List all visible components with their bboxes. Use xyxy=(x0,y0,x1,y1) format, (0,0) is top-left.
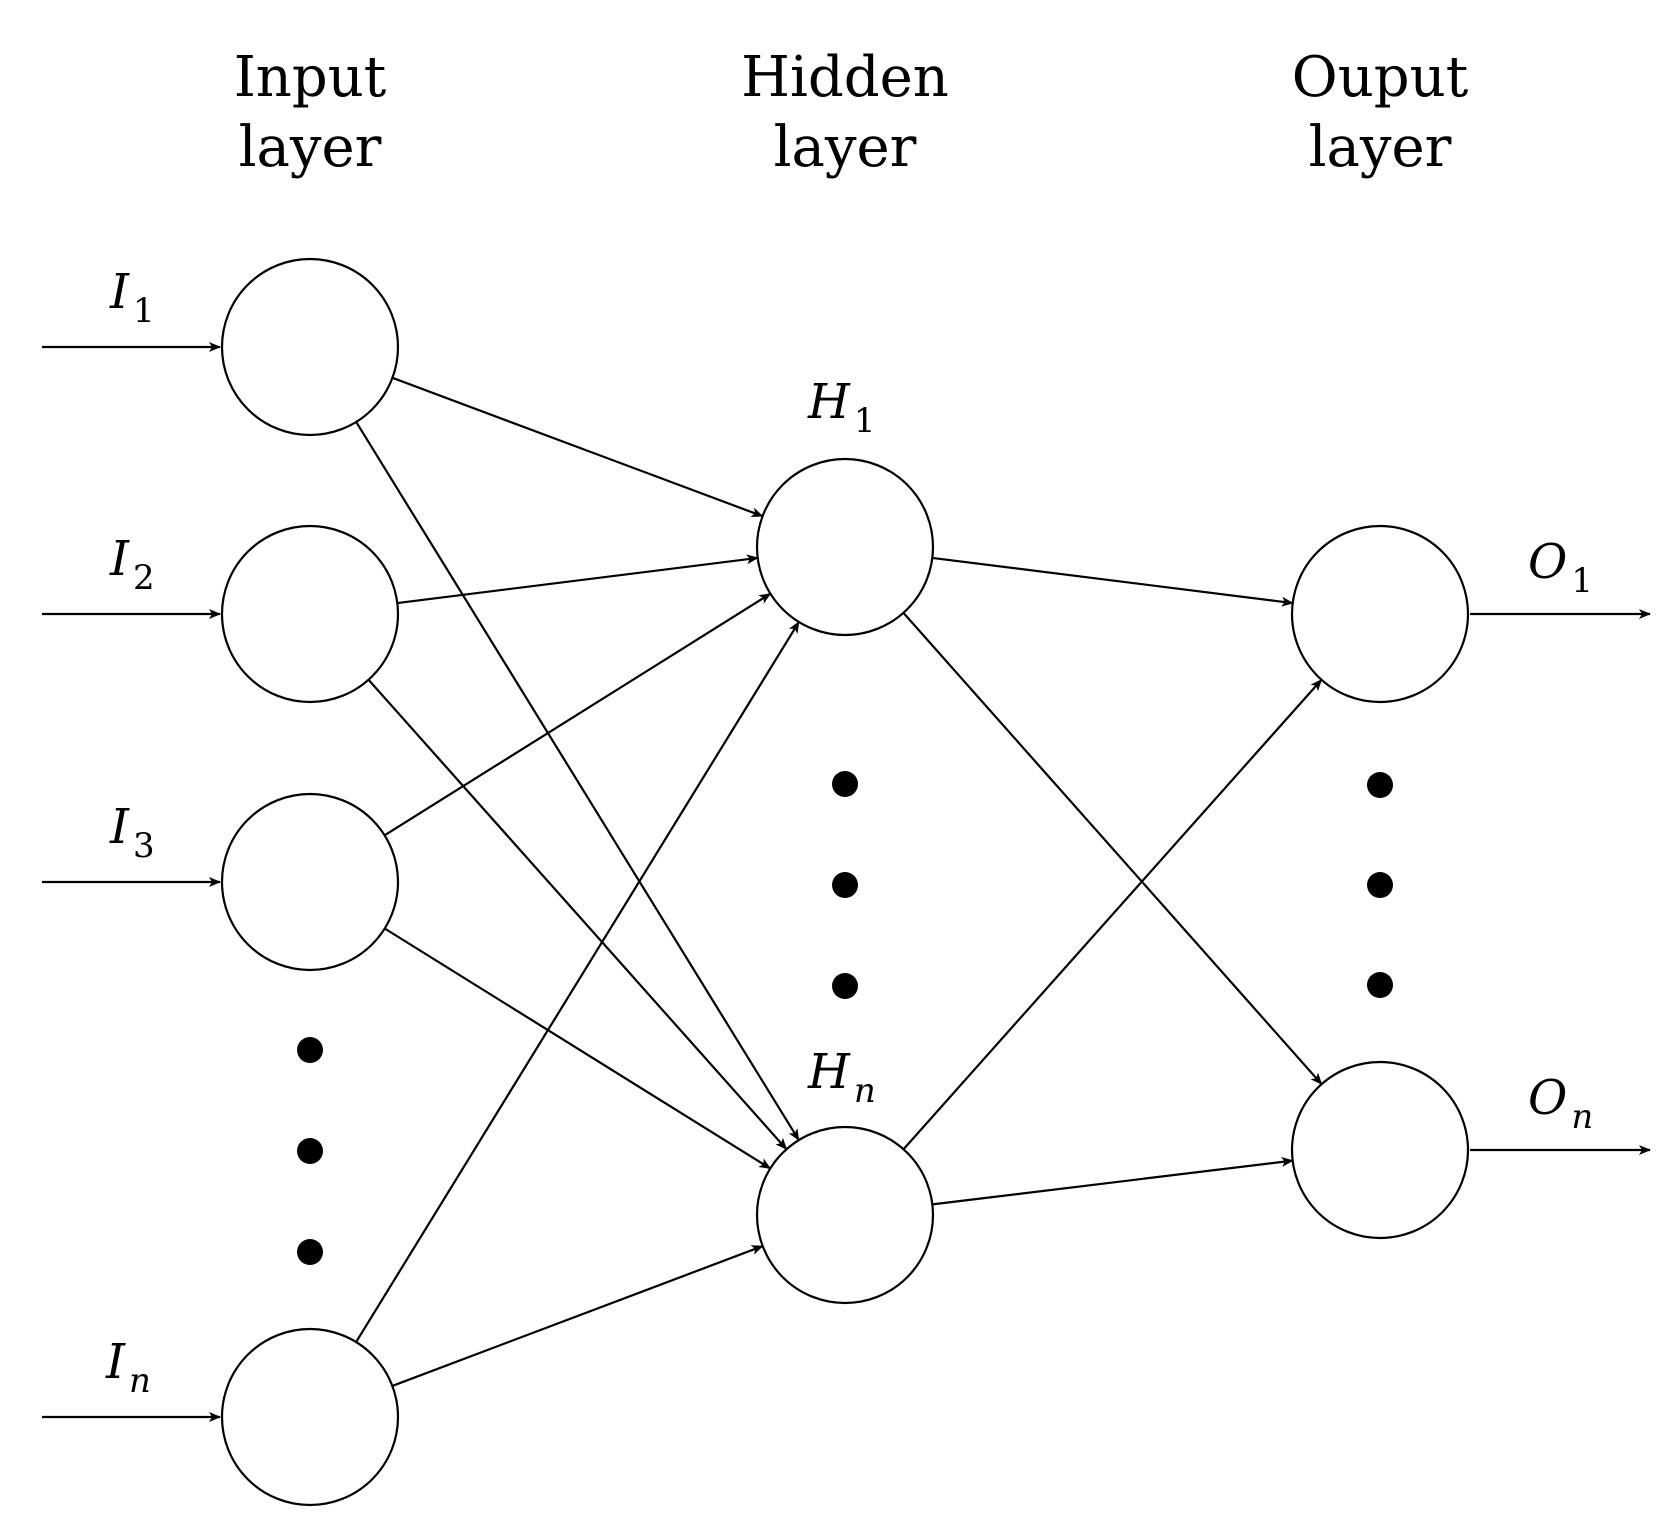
edge-h1-to-on xyxy=(902,612,1323,1085)
edge-hn-to-o1 xyxy=(902,678,1323,1151)
connection-edges xyxy=(355,376,1323,1387)
input-node-2 xyxy=(220,524,400,704)
output-node-n xyxy=(1290,1060,1470,1240)
ellipsis-dot xyxy=(297,1037,323,1063)
output-ellipsis-dots xyxy=(1367,772,1393,998)
input-ellipsis-dots xyxy=(297,1037,323,1265)
edge-i2-to-hn xyxy=(367,678,788,1151)
output-node-1 xyxy=(1290,524,1470,704)
ellipsis-dot xyxy=(1367,772,1393,798)
input-arrows xyxy=(42,342,221,1422)
edge-i1-to-hn xyxy=(355,421,800,1141)
hidden-node-1 xyxy=(755,457,935,637)
ellipsis-dot xyxy=(1367,872,1393,898)
edge-i3-to-hn xyxy=(384,927,772,1170)
input-node-3 xyxy=(220,792,400,972)
hidden-layer-nodes xyxy=(755,457,935,1305)
edge-hn-to-on xyxy=(932,1156,1294,1206)
ellipsis-dot xyxy=(832,771,858,797)
edge-i1-to-h1 xyxy=(392,376,764,518)
input-node-1 xyxy=(220,257,400,437)
input-layer-title-line1: Input xyxy=(234,45,387,110)
edge-i2-to-h1 xyxy=(397,554,759,605)
input-layer-nodes xyxy=(220,257,400,1507)
edge-i3-to-h1 xyxy=(384,592,772,837)
hidden-ellipsis-dots xyxy=(832,771,858,999)
hidden-node-n xyxy=(755,1125,935,1305)
ellipsis-dot xyxy=(832,872,858,898)
ellipsis-dot xyxy=(297,1138,323,1164)
output-arrows xyxy=(1470,609,1651,1155)
output-layer-title-line2: layer xyxy=(1309,115,1452,180)
ellipsis-dot xyxy=(1367,972,1393,998)
edge-h1-to-o1 xyxy=(932,556,1294,607)
edge-in-to-h1 xyxy=(355,621,800,1343)
ellipsis-dot xyxy=(297,1239,323,1265)
output-layer-title-line1: Ouput xyxy=(1292,45,1469,110)
ellipsis-dot xyxy=(832,973,858,999)
input-node-n xyxy=(220,1327,400,1507)
input-layer-title-line2: layer xyxy=(239,115,382,180)
edge-in-to-hn xyxy=(391,1245,764,1387)
hidden-layer-title-line2: layer xyxy=(774,115,917,180)
hidden-layer-title-line1: Hidden xyxy=(741,45,949,110)
output-layer-nodes xyxy=(1290,524,1470,1240)
